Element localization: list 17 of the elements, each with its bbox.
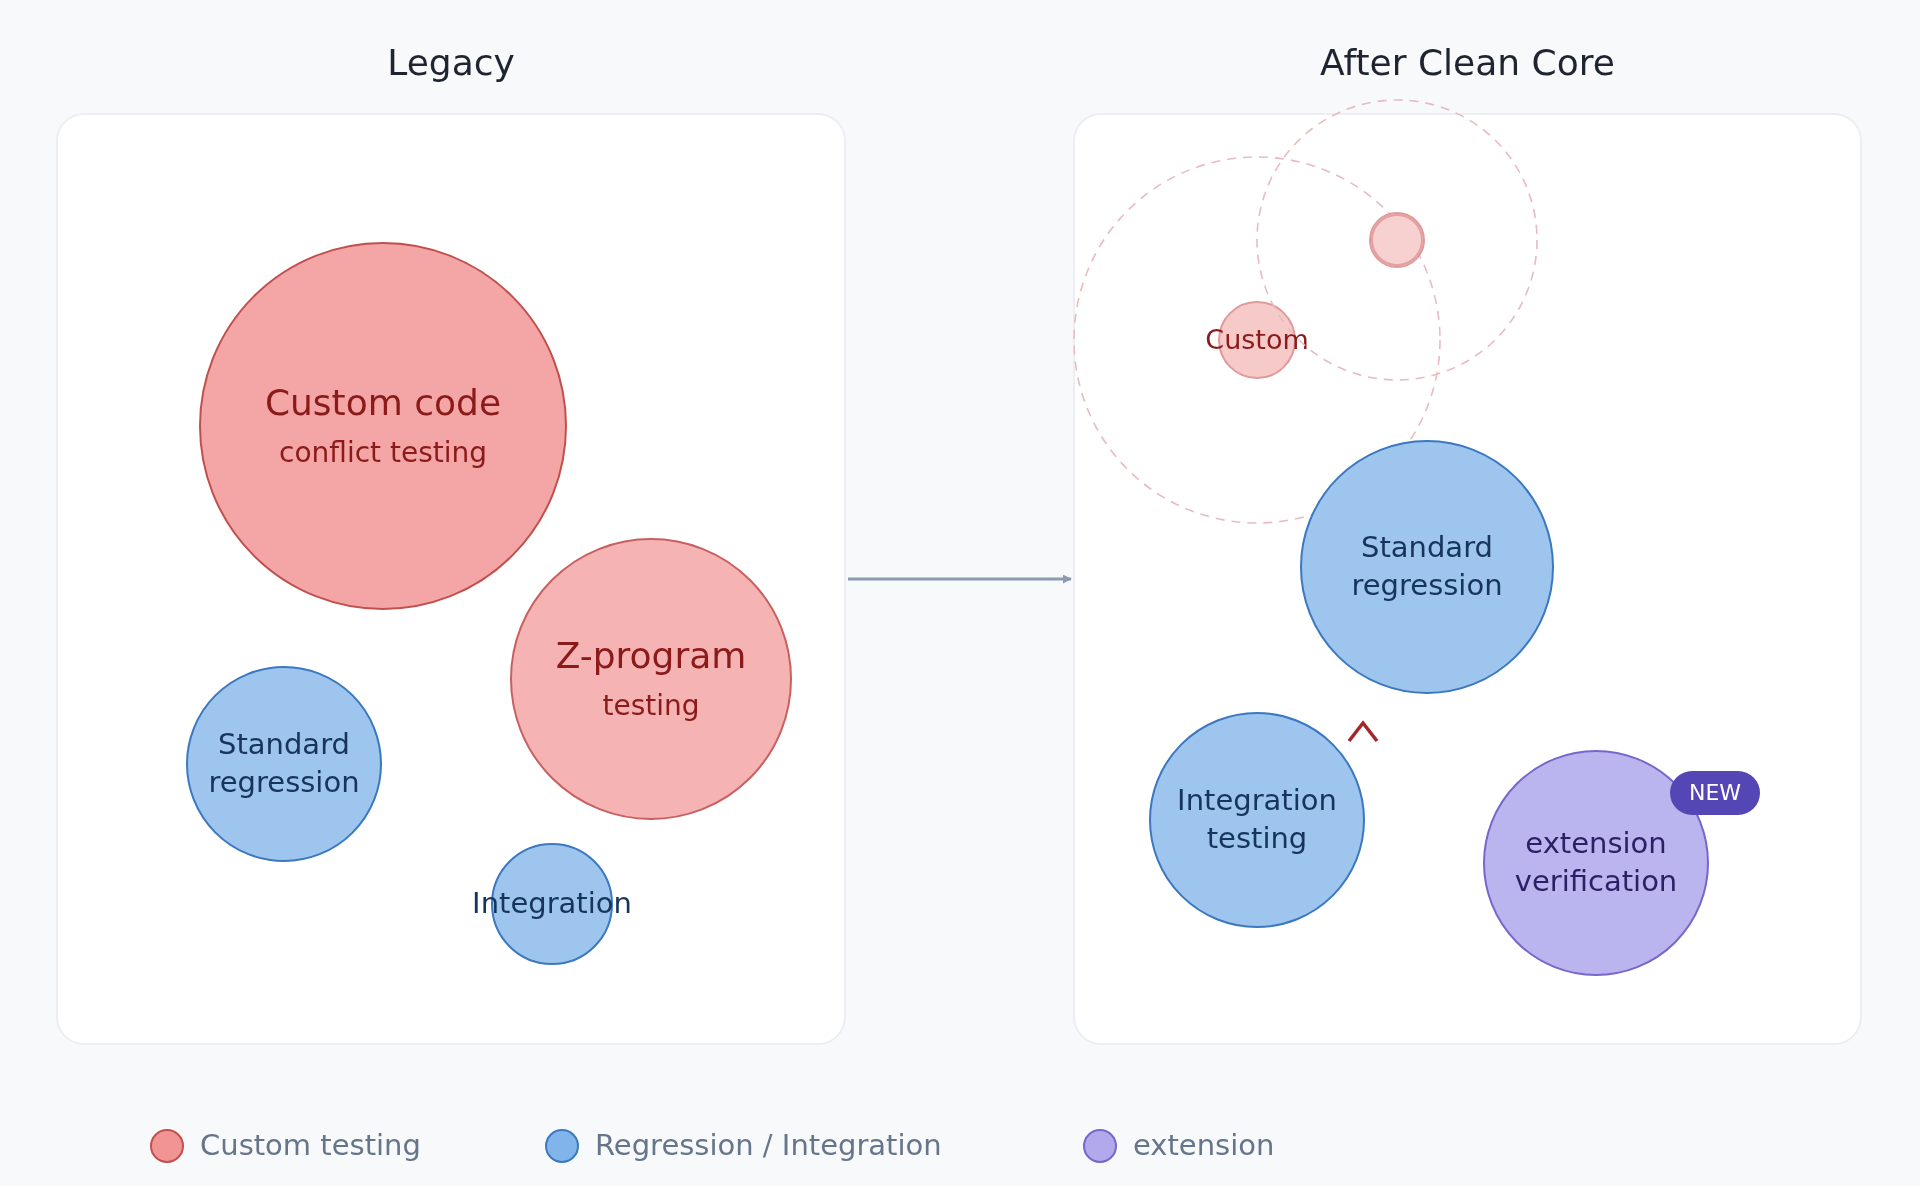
circle-label: Standard regression xyxy=(207,726,361,801)
circle-label: extension verification xyxy=(1513,825,1679,900)
circle-label: Custom xyxy=(1205,323,1309,358)
legend-label: Custom testing xyxy=(200,1127,421,1164)
circle-label: Standard regression xyxy=(1350,529,1504,604)
circle-label: Integration testing xyxy=(1176,782,1338,857)
new-badge xyxy=(1670,771,1760,815)
circle-label: conflict testing xyxy=(279,435,487,472)
circle-label: testing xyxy=(602,688,700,725)
panel-title: Legacy xyxy=(386,41,516,85)
legend-label: extension xyxy=(1133,1127,1275,1164)
legend-label: Regression / Integration xyxy=(595,1127,942,1164)
circle-label: Z-program xyxy=(555,634,747,679)
badge-label: NEW xyxy=(1688,778,1742,807)
panel-title: After Clean Core xyxy=(1319,41,1616,85)
arrow xyxy=(848,574,1072,584)
circle-label: Custom code xyxy=(264,381,502,426)
